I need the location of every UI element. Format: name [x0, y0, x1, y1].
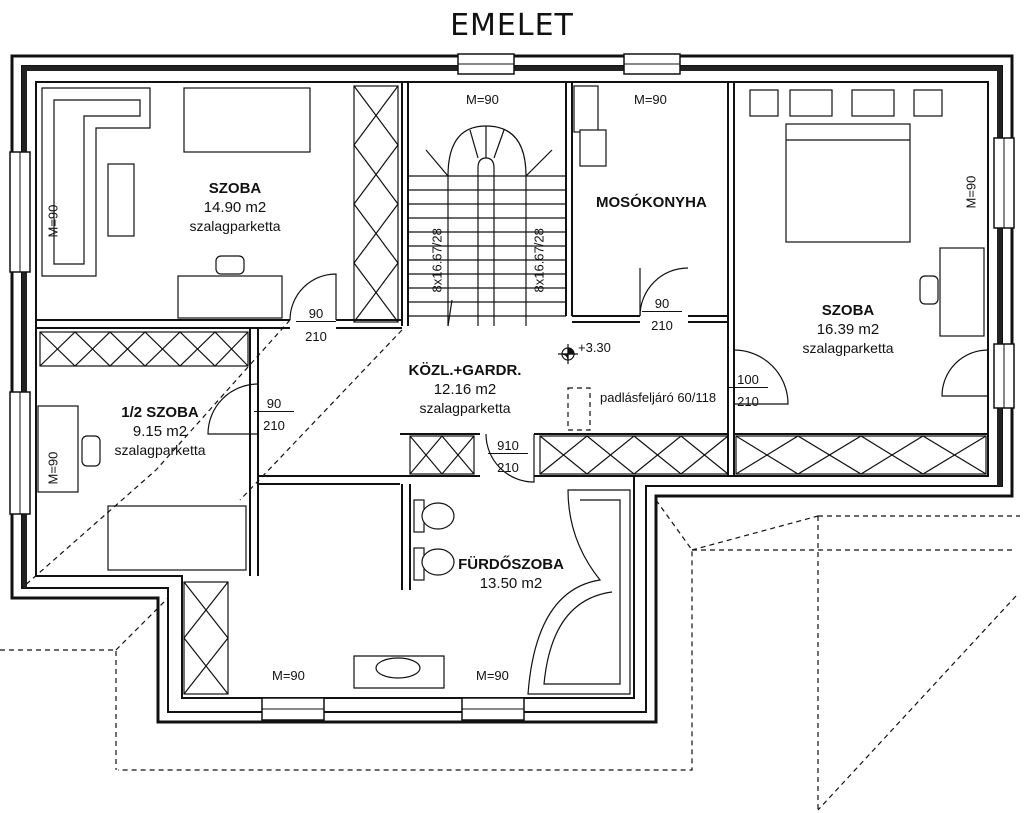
room-area: 9.15 m2	[132, 422, 188, 440]
room-name: FÜRDŐSZOBA	[458, 556, 564, 573]
room-label-half-room: 1/2 SZOBA 9.15 m2 szalagparketta	[100, 404, 220, 459]
stair-label-right: 8x16.67/28	[531, 228, 547, 293]
inner-wall-face	[35, 81, 989, 699]
room-name: SZOBA	[208, 180, 262, 197]
window-label-bedroom-2: M=90	[963, 175, 979, 209]
room-area: 13.50 m2	[479, 574, 543, 592]
door-width: 90	[254, 396, 294, 412]
plan-title: EMELET	[450, 8, 574, 43]
door-width: 910	[488, 438, 528, 454]
room-area: 12.16 m2	[433, 380, 497, 398]
room-area: 16.39 m2	[816, 320, 880, 338]
level-marker-label: +3.30	[578, 340, 611, 355]
window-label-bath-right: M=90	[476, 668, 509, 683]
door-height: 210	[263, 418, 285, 433]
room-name: 1/2 SZOBA	[121, 404, 199, 421]
room-floor: szalagparketta	[802, 339, 894, 356]
stair-label-left: 8x16.67/28	[429, 228, 445, 293]
room-name: MOSÓKONYHA	[596, 194, 707, 211]
room-label-bathroom: FÜRDŐSZOBA 13.50 m2	[456, 556, 566, 594]
door-width: 90	[296, 306, 336, 322]
door-width: 100	[728, 372, 768, 388]
door-width: 90	[642, 296, 682, 312]
room-name: KÖZL.+GARDR.	[408, 362, 522, 379]
attic-hatch-label: padlásfeljáró 60/118	[600, 390, 717, 405]
window-label-half-room: M=90	[45, 451, 61, 485]
room-label-laundry: MOSÓKONYHA	[596, 194, 707, 213]
window-label-bath-left: M=90	[272, 668, 305, 683]
window-label-bedroom-1: M=90	[45, 204, 61, 238]
window-label-laundry: M=90	[634, 92, 667, 107]
door-height: 210	[651, 318, 673, 333]
room-label-hallway: KÖZL.+GARDR. 12.16 m2 szalagparketta	[400, 362, 530, 417]
door-height: 210	[497, 460, 519, 475]
room-floor: szalagparketta	[189, 217, 281, 234]
room-area: 14.90 m2	[203, 198, 267, 216]
room-name: SZOBA	[821, 302, 875, 319]
room-floor: szalagparketta	[419, 399, 511, 416]
room-label-bedroom-2: SZOBA 16.39 m2 szalagparketta	[790, 302, 906, 357]
door-height: 210	[737, 394, 759, 409]
window-label-stair: M=90	[466, 92, 499, 107]
room-label-bedroom-1: SZOBA 14.90 m2 szalagparketta	[180, 180, 290, 235]
door-height: 210	[305, 329, 327, 344]
room-floor: szalagparketta	[114, 441, 206, 458]
